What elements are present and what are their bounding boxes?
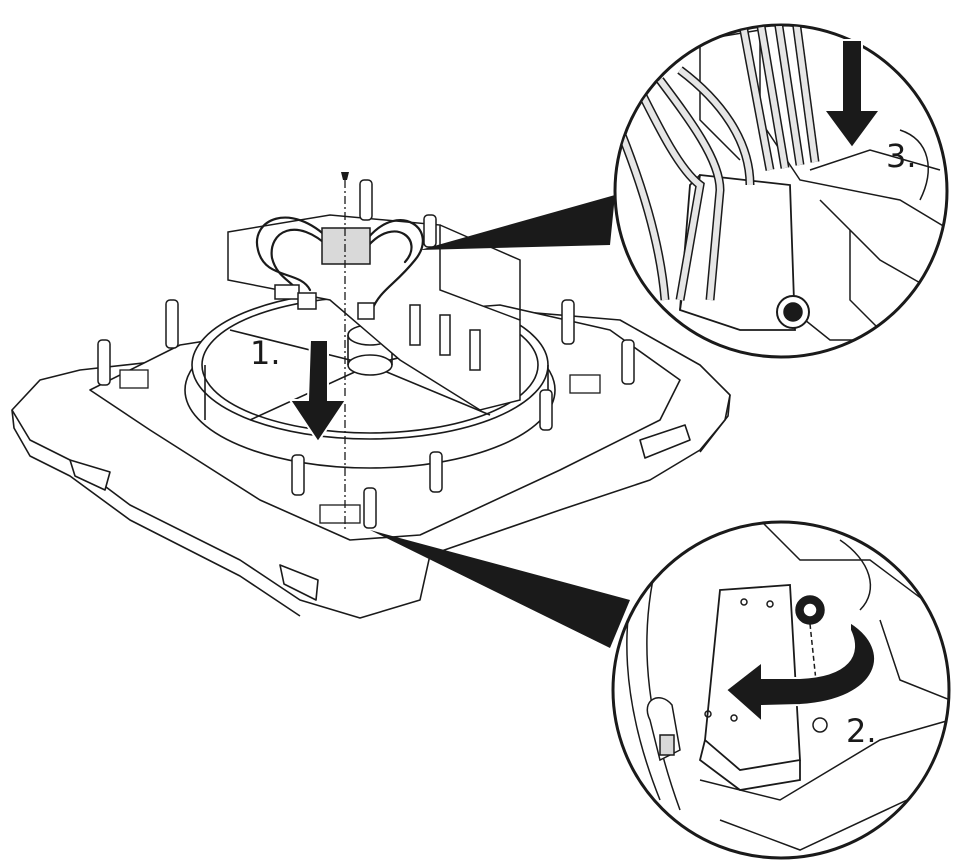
callout-pointer-bottom	[370, 530, 630, 648]
plug-right	[297, 292, 317, 310]
detail-view-screw	[611, 520, 951, 860]
step-2-label: 2.	[846, 712, 877, 750]
plug-center	[357, 302, 375, 320]
cable-harness	[255, 216, 424, 320]
detail-view-cables	[613, 23, 949, 359]
base-clips	[119, 369, 601, 524]
rotate-arrow-icon	[724, 620, 877, 725]
step-1-label: 1.	[250, 334, 281, 372]
down-arrow-detail-icon	[822, 39, 882, 150]
down-arrow-icon	[288, 339, 348, 444]
cable-connector	[321, 227, 371, 265]
screw-guide	[341, 172, 349, 530]
callout-pointer-top	[420, 195, 615, 250]
frame-posts	[97, 299, 635, 529]
plug-left	[274, 284, 300, 300]
step-3-label: 3.	[886, 137, 917, 175]
